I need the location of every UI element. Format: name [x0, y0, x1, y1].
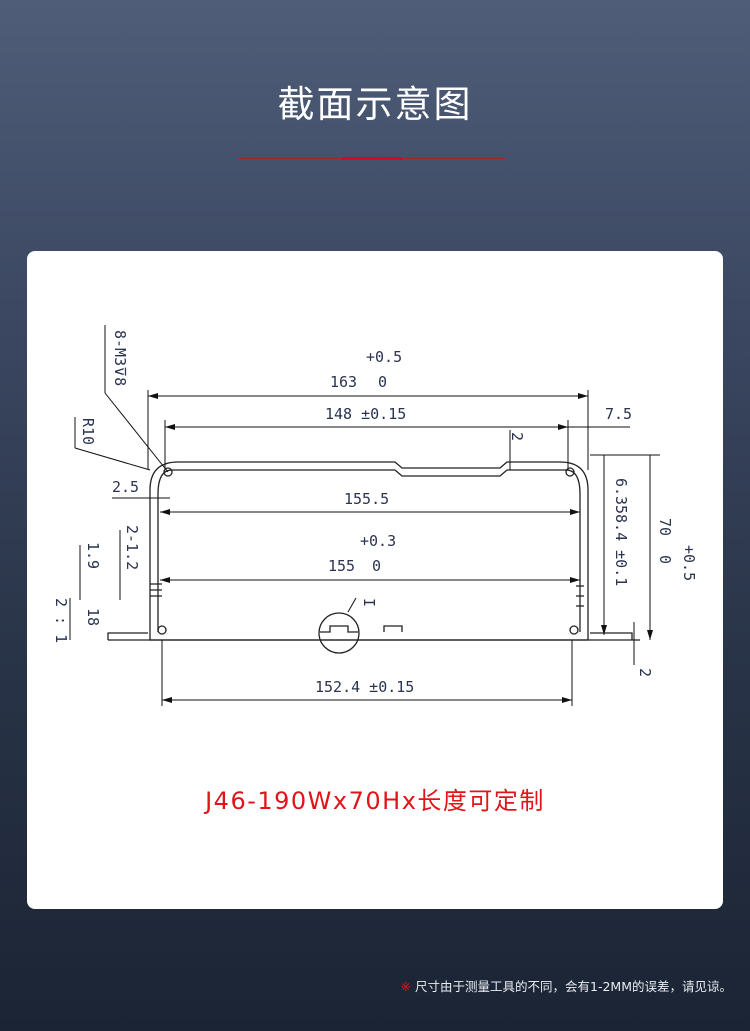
slot-width-nominal: 155 — [328, 557, 355, 575]
drawing-card: +0.5 163 0 148 ±0.15 7.5 2.5 155.5 +0.3 … — [27, 251, 723, 909]
title-divider-accent — [341, 157, 403, 160]
wall-left: 2.5 — [112, 478, 139, 496]
base-height: 18 — [84, 608, 102, 626]
detail-marker: I — [360, 598, 378, 607]
bottom-thickness: 2 — [636, 668, 654, 677]
page-title: 截面示意图 — [277, 83, 473, 126]
flange-offset: 7.5 — [605, 405, 632, 423]
footnote-text: 尺寸由于测量工具的不同，会有1-2MM的误差，请见谅。 — [415, 979, 732, 994]
overall-height-tol-upper: +0.5 — [680, 545, 698, 581]
slot-width-tol-lower: 0 — [372, 557, 381, 575]
top-groove-depth: 2 — [508, 432, 526, 441]
bottom-width: 152.4 ±0.15 — [315, 678, 414, 696]
overall-width-nominal: 163 — [330, 373, 357, 391]
inner-height: 58.4 ±0.1 — [612, 505, 630, 586]
fin-gap: 1.9 — [84, 542, 102, 569]
overall-height-nominal: 70 — [656, 518, 674, 536]
footnote: ※ 尺寸由于测量工具的不同，会有1-2MM的误差，请见谅。 — [401, 976, 732, 995]
radius-callout: R10 — [79, 418, 97, 445]
slot-width-tol-upper: +0.3 — [360, 532, 396, 550]
corner-offset: 6.3 — [612, 478, 630, 505]
inner-width: 155.5 — [344, 490, 389, 508]
side-ratio: 2 : 1 — [52, 598, 70, 643]
top-inner-width: 148 ±0.15 — [325, 405, 406, 423]
screw-callout: 8-M3⊽8 — [111, 330, 129, 386]
note-mark-icon: ※ — [400, 979, 411, 994]
overall-width-tol-lower: 0 — [378, 373, 387, 391]
overall-height-tol-lower: 0 — [656, 555, 674, 564]
fin-pitch: 2-1.2 — [123, 525, 141, 570]
model-label: J46-190Wx70Hx长度可定制 — [205, 787, 545, 815]
overall-width-tol-upper: +0.5 — [366, 348, 402, 366]
cross-section-drawing: +0.5 163 0 148 ±0.15 7.5 2.5 155.5 +0.3 … — [52, 325, 698, 706]
